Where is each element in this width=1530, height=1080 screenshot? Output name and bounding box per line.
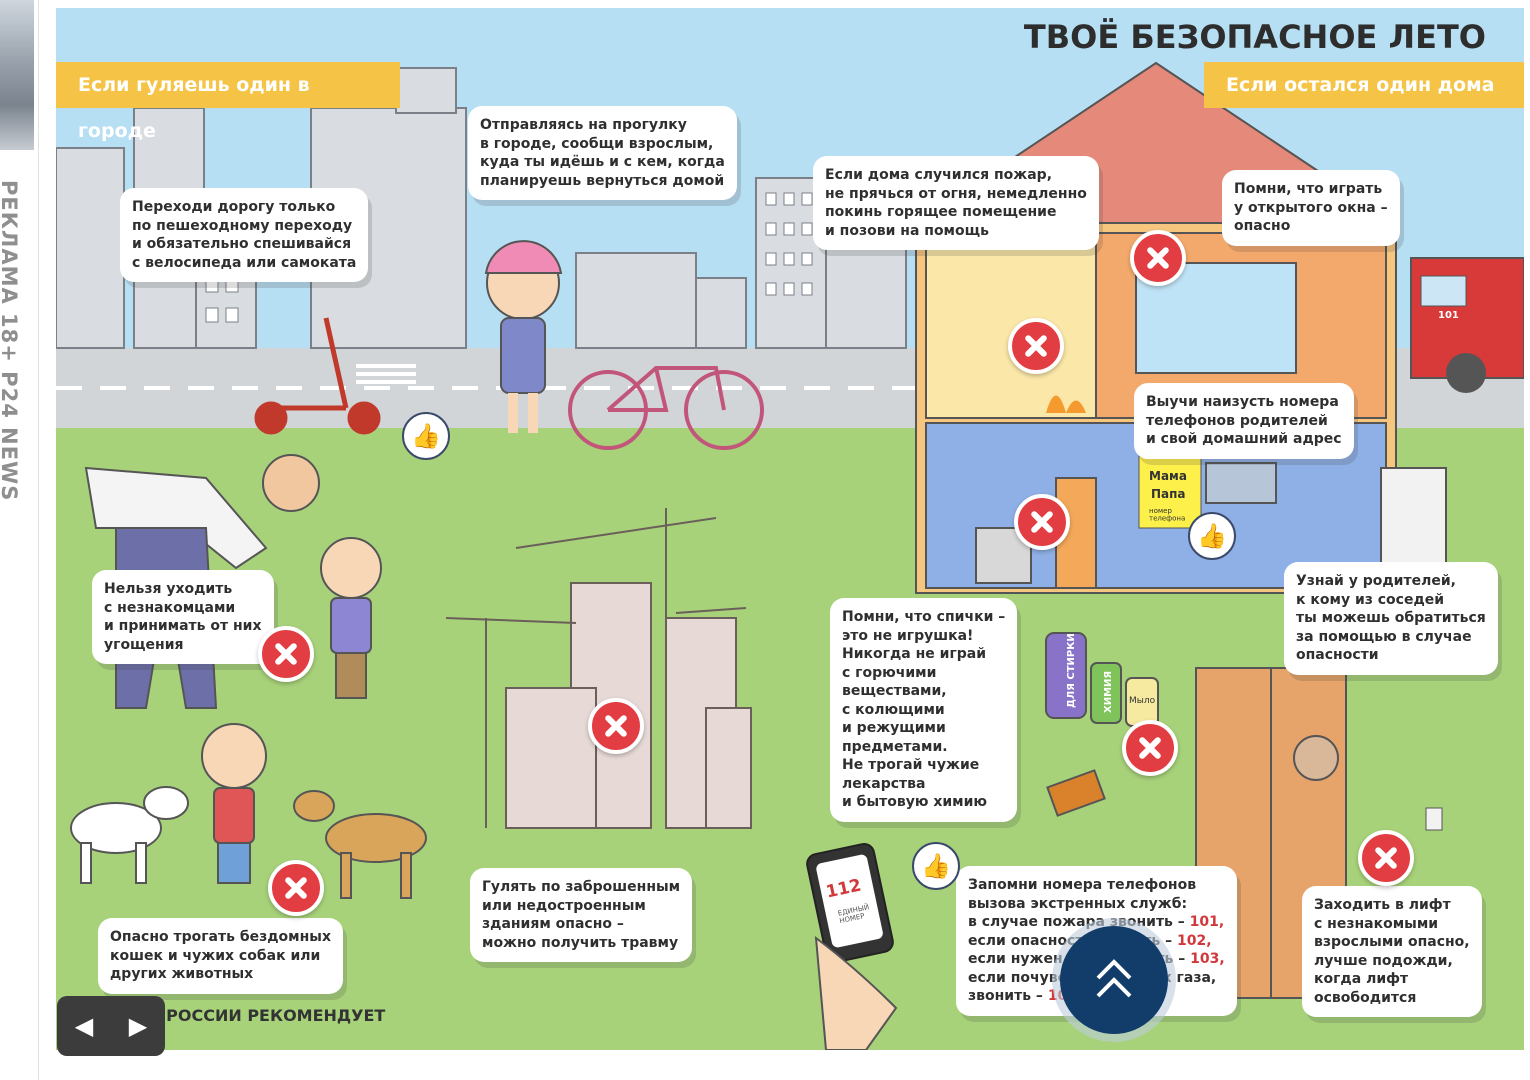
- card-window: Помни, что играть у открытого окна – опа…: [1222, 170, 1400, 246]
- banner-right: Если остался один дома: [1204, 62, 1524, 108]
- note-mama: Мама: [1149, 469, 1187, 483]
- brown-dog: [293, 790, 427, 899]
- danger-x-icon: [588, 698, 644, 754]
- danger-x-icon: [1358, 830, 1414, 886]
- truck-number: 101: [1438, 310, 1459, 321]
- banner-left: Если гуляешь один в городе: [56, 62, 400, 142]
- note-papa: Папа: [1151, 487, 1186, 501]
- bottle-c: Мыло: [1129, 696, 1156, 706]
- footer-recommendation: МЧС РОССИИ РЕКОМЕНДУЕТ: [120, 1006, 386, 1025]
- emergency-number: 102,: [1177, 932, 1212, 949]
- next-page-button[interactable]: ▶: [128, 1012, 148, 1040]
- girl-figure: [484, 240, 563, 433]
- thumbs-up-icon: 👍: [912, 842, 960, 890]
- card-phones-parents: Выучи наизусть номера телефонов родителе…: [1134, 383, 1354, 459]
- thumbs-up-icon: 👍: [402, 412, 450, 460]
- card-elevator: Заходить в лифт с незнакомыми взрослыми …: [1302, 886, 1482, 1017]
- card-neighbors: Узнай у родителей, к кому из соседей ты …: [1284, 562, 1498, 675]
- page-nav: ◀ ▶: [57, 996, 165, 1056]
- danger-x-icon: [1130, 230, 1186, 286]
- danger-x-icon: [1008, 318, 1064, 374]
- emergency-line-text: в случае пожара звонить –: [968, 914, 1190, 930]
- card-matches: Помни, что спички – это не игрушка! Нико…: [830, 598, 1018, 822]
- side-thumbnail[interactable]: [0, 0, 34, 150]
- bottle-b: ХИМИЯ: [1103, 671, 1114, 713]
- white-dog: [70, 786, 189, 884]
- danger-x-icon: [1014, 494, 1070, 550]
- danger-x-icon: [258, 626, 314, 682]
- double-chevron-up-icon: [1096, 959, 1132, 998]
- card-crossing: Переходи дорогу только по пешеходному пе…: [120, 188, 369, 282]
- poster-title: ТВОЁ БЕЗОПАСНОЕ ЛЕТО: [1023, 18, 1486, 56]
- scroll-top-button[interactable]: [1060, 926, 1168, 1034]
- emergency-intro: Запомни номера телефонов вызова экстренн…: [968, 877, 1197, 912]
- side-ad-label: РЕКЛАМА 18+ Р24 NEWS: [0, 180, 21, 502]
- emergency-line: в случае пожара звонить – 101,: [968, 913, 1225, 932]
- hand-phone: 112 ЕДИНЫЙНОМЕР: [806, 842, 898, 1050]
- card-strangers: Нельзя уходить с незнакомцами и принимат…: [92, 570, 274, 664]
- card-walk: Отправляясь на прогулку в городе, сообщи…: [468, 106, 737, 200]
- card-abandoned: Гулять по заброшенным или недостроенным …: [470, 868, 693, 962]
- thumbs-up-icon: 👍: [1188, 512, 1236, 560]
- scooter: [254, 317, 381, 435]
- boy2-figure: [201, 723, 267, 884]
- fire-truck: 101: [1410, 257, 1524, 393]
- side-strip: РЕКЛАМА 18+ Р24 NEWS: [0, 0, 39, 1080]
- prev-page-button[interactable]: ◀: [74, 1012, 94, 1040]
- emergency-number: 103,: [1190, 951, 1225, 967]
- emergency-number: 101,: [1189, 914, 1225, 930]
- boy-figure: [320, 537, 382, 699]
- card-animals: Опасно трогать бездомных кошек и чужих с…: [98, 918, 343, 994]
- danger-x-icon: [268, 860, 324, 916]
- bottle-a: ДЛЯ СТИРКИ: [1066, 633, 1077, 708]
- bicycle: [568, 366, 764, 450]
- emergency-line-text: звонить –: [968, 988, 1048, 1004]
- danger-x-icon: [1122, 720, 1178, 776]
- card-fire: Если дома случился пожар, не прячься от …: [813, 156, 1099, 250]
